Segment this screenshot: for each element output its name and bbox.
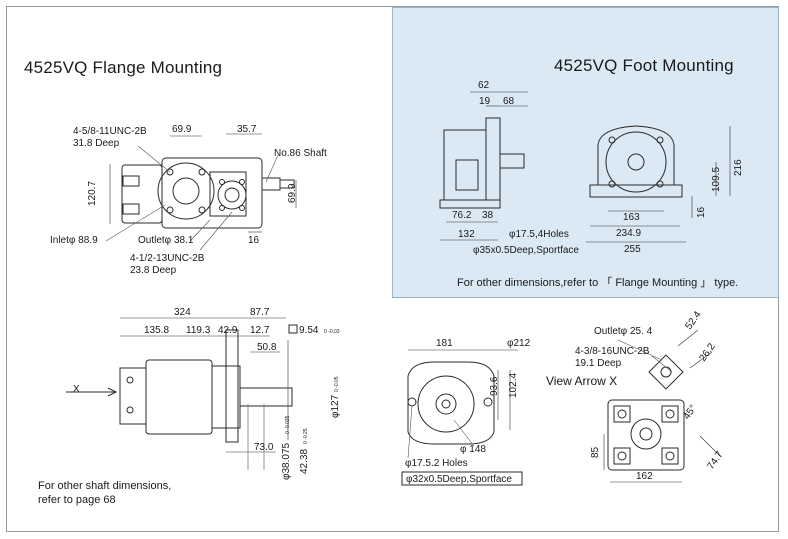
dim-102-4: 102.4 [508,373,519,398]
dim-38: 38 [482,210,494,221]
dim-16-foot: 16 [696,206,707,218]
key-tolerance: 0 -0.03 [324,329,340,335]
dim-12-7: 12.7 [250,325,270,336]
foot-mounting-title: 4525VQ Foot Mounting [554,56,734,75]
front-view: 181 φ212 93.6 102.4 φ 148 φ17.5.2 Holes … [401,338,531,486]
dim-52-4: 52.4 [683,309,703,332]
dim-38-075-tol: 0 -0.025 [285,415,291,434]
dim-109-5: 109.5 [711,167,722,192]
dim-16: 16 [248,235,260,246]
dim-120-7: 120.7 [87,181,98,206]
view-x-marker: X [73,384,80,395]
dim-255: 255 [624,244,641,255]
dim-181: 181 [436,338,453,349]
foot-spotface: φ35x0.5Deep,Sportface [473,245,579,256]
shaft-note-line2: refer to page 68 [38,494,116,506]
outlet-label: Outletφ 38.1 [138,235,194,246]
dim-163: 163 [623,212,640,223]
foot-mounting-panel [392,7,779,298]
dim-212-dia: φ212 [507,338,531,349]
dim-135-8: 135.8 [144,325,169,336]
arrow-thread: 4-3/8-16UNC-2B [575,346,650,357]
dim-42-38: 42.38 [299,449,310,474]
dim-38-075: φ38.075 [281,442,292,480]
dim-69-9-top: 69.9 [172,124,192,135]
dim-74-7: 74.7 [705,449,725,472]
dim-93-6: 93.6 [489,376,500,396]
dim-119-3: 119.3 [186,325,211,336]
dim-127-tol: 0 -0.05 [334,376,340,392]
shaft-note-line1: For other shaft dimensions, [38,480,172,492]
flange-inlet-depth: 31.8 Deep [73,138,120,149]
dim-69-9-side: 69.9 [287,183,298,203]
dim-19: 19 [479,96,491,107]
foot-holes: φ17.5,4Holes [509,229,569,240]
dim-35-7: 35.7 [237,124,257,135]
dim-62: 62 [478,80,490,91]
dim-216: 216 [733,159,744,176]
dim-324: 324 [174,307,191,318]
front-holes: φ17.5.2 Holes [405,458,468,469]
dim-148-dia: φ 148 [460,444,486,455]
view-arrow-title: View Arrow X [546,374,617,388]
arrow-outlet: Outletφ 25. 4 [594,326,653,337]
dim-50-8: 50.8 [257,342,277,353]
dim-76-2: 76.2 [452,210,472,221]
front-spotface: φ32x0.5Deep,Sportface [406,474,512,485]
dim-42-9: 42.9 [218,325,238,336]
dim-162: 162 [636,471,653,482]
arrow-depth: 19.1 Deep [575,358,622,369]
key-width: 9.54 [299,325,319,336]
side-view: 324 87.7 135.8 119.3 42.9 12.7 9.54 0 -0… [66,307,341,480]
outlet-thread: 4-1/2-13UNC-2B [130,253,205,264]
dim-68: 68 [503,96,515,107]
outlet-depth: 23.8 Deep [130,265,177,276]
dim-127-dia: φ127 [330,394,341,418]
foot-side-view: 62 19 68 76.2 38 φ17.5,4Holes 132 φ35x0.… [439,80,579,256]
arrow-view: Outletφ 25. 4 4-3/8-16UNC-2B 19.1 Deep V… [546,309,726,483]
flange-view: 4-5/8-11UNC-2B 31.8 Deep 69.9 35.7 No.86… [50,124,327,276]
dim-26-2: 26.2 [697,341,717,364]
dim-42-38-tol: 0 -0.25 [303,428,309,444]
dim-234-9: 234.9 [616,228,641,239]
flange-inlet-thread: 4-5/8-11UNC-2B [73,126,147,137]
dim-87-7: 87.7 [250,307,270,318]
foot-front-view: 163 234.9 255 216 109.5 16 [586,125,744,255]
foot-note: For other dimensions,refer to 「 Flange M… [457,277,739,289]
dim-85: 85 [590,446,601,458]
dim-132: 132 [458,229,475,240]
shaft-label: No.86 Shaft [274,148,327,159]
flange-mounting-title: 4525VQ Flange Mounting [24,58,223,77]
dim-73: 73.0 [254,442,274,453]
inlet-label: Inletφ 88.9 [50,235,98,246]
